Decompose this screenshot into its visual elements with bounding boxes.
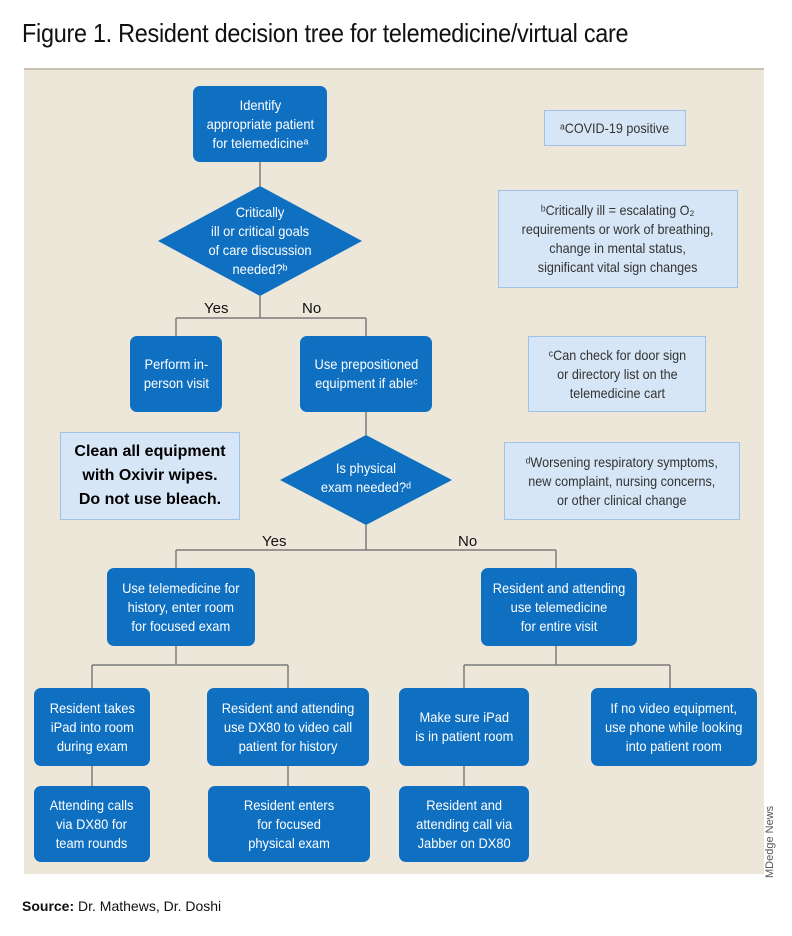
phone-fallback-node: If no video equipment, use phone while l… [591,688,757,766]
source-text: Dr. Mathews, Dr. Doshi [74,898,222,914]
footnote-a: ᵃCOVID-19 positive [544,110,686,146]
footnote-b: ᵇCritically ill = escalating O₂ requirem… [498,190,738,288]
ipad-into-room-node: Resident takes iPad into room during exa… [34,688,150,766]
perform-visit-node: Perform in- person visit [130,336,222,412]
telemed-entire-node: Resident and attending use telemedicine … [481,568,637,646]
dx80-video-call-node: Resident and attending use DX80 to video… [207,688,369,766]
exam-decision-text: Is physical exam needed?ᵈ [320,460,412,495]
exam-decision-diamond [280,435,452,525]
yes-label-2: Yes [262,533,287,550]
credit-label: MDedge News [764,805,776,878]
figure-title: Figure 1. Resident decision tree for tel… [22,18,629,48]
footnote-d: ᵈWorsening respiratory symptoms, new com… [504,442,740,520]
critical-decision-text: Critically ill or critical goals of care… [208,204,312,277]
attending-calls-node: Attending calls via DX80 for team rounds [34,786,150,862]
jabber-call-node: Resident and attending call via Jabber o… [399,786,529,862]
no-label-2: No [458,533,478,550]
telemed-history-node: Use telemedicine for history, enter room… [107,568,255,646]
ipad-check-node: Make sure iPad is in patient room [399,688,529,766]
cleaning-warning: Clean all equipment with Oxivir wipes. D… [60,432,240,520]
identify-patient-node: Identify appropriate patient for telemed… [193,86,327,162]
no-label-1: No [302,300,322,317]
critical-decision-diamond [158,186,362,296]
resident-enters-node: Resident enters for focused physical exa… [208,786,370,862]
source-label: Source: [22,898,75,914]
yes-label-1: Yes [204,300,229,317]
prepositioned-equipment-node: Use prepositioned equipment if ableᶜ [300,336,432,412]
footnote-c: ᶜCan check for door sign or directory li… [528,336,706,412]
source-line: Source: Dr. Mathews, Dr. Doshi [22,898,221,914]
